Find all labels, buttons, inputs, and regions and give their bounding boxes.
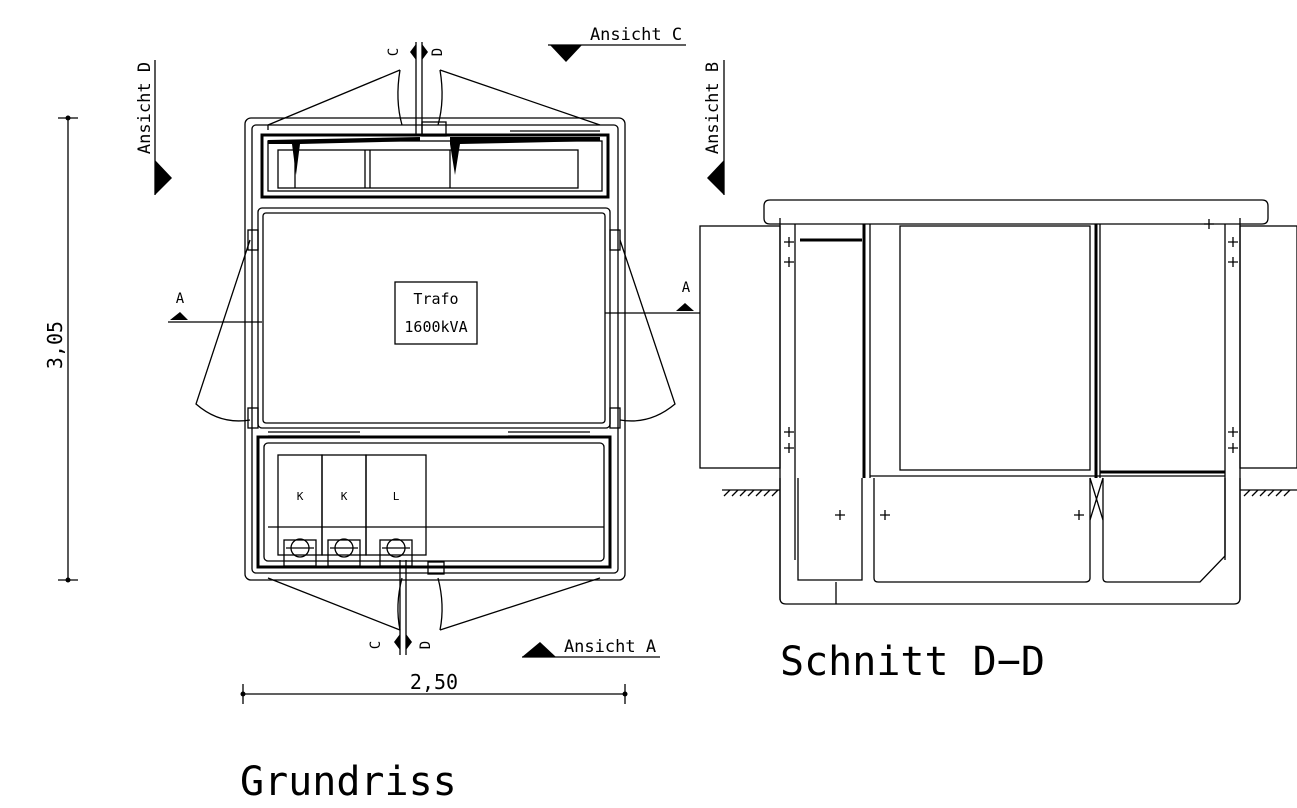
plan-title: Grundriss [240, 759, 457, 805]
cut-a-right-label: A [682, 280, 691, 296]
cut-a-left-label: A [176, 291, 185, 307]
top-compartment [260, 121, 610, 199]
cell-k1-label: K [297, 490, 304, 503]
view-marker-a: Ansicht A [522, 637, 660, 658]
dimension-height-label: 3,05 [43, 321, 67, 369]
cell-l [365, 454, 427, 556]
view-d-label: Ansicht D [135, 62, 155, 154]
cut-d-top-label: D [430, 48, 446, 56]
view-b-label: Ansicht B [703, 62, 723, 154]
dimension-width: 2,50 [240, 670, 628, 704]
trafo-compartment: Trafo 1600kVA [195, 69, 676, 429]
dimension-height: 3,05 [43, 115, 78, 583]
plan-outer-wall [244, 117, 626, 581]
view-marker-c: Ansicht C [548, 25, 686, 62]
cut-d-bottom-label: D [418, 641, 434, 649]
cut-c-top-label: C [386, 48, 402, 56]
switchgear-compartment: K K L [256, 431, 612, 631]
trafo-label-box [394, 281, 478, 345]
cut-c-bottom-label: C [368, 641, 384, 649]
cut-cd-top: C D [386, 42, 446, 135]
cell-l-label: L [393, 490, 400, 503]
plan-inner-wall [251, 124, 619, 574]
view-marker-d: Ansicht D [135, 60, 172, 195]
cut-a-left: A [168, 291, 262, 323]
trafo-label-line1: Trafo [413, 290, 458, 308]
cut-cd-bottom: C D [368, 560, 434, 655]
cut-a-right: A [605, 280, 700, 314]
section-view: Schnitt D−D [699, 199, 1297, 685]
fixing-marks [784, 219, 1238, 520]
cable-termination-2 [327, 538, 361, 567]
section-basement [779, 478, 1241, 605]
cable-termination-3 [379, 538, 413, 567]
section-roof [763, 199, 1269, 225]
view-a-label: Ansicht A [564, 637, 656, 657]
dimension-width-label: 2,50 [410, 670, 458, 694]
plan-view: Trafo 1600kVA [43, 25, 725, 805]
trafo-label-line2: 1600kVA [404, 318, 467, 336]
view-c-label: Ansicht C [590, 25, 682, 45]
cell-k2-label: K [341, 490, 348, 503]
view-marker-b: Ansicht B [703, 60, 725, 195]
section-title: Schnitt D−D [780, 639, 1045, 685]
ground-hatch [722, 489, 1297, 497]
cable-termination-1 [283, 538, 317, 567]
